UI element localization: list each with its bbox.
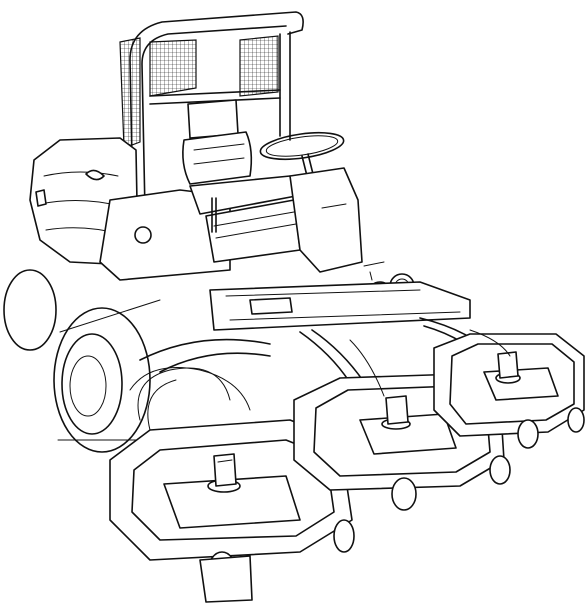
hydraulic-hoses-icon: [137, 329, 511, 431]
right-cutting-deck-icon: [433, 333, 585, 449]
operator-seat-icon: [182, 99, 301, 263]
rops-frame-icon: [119, 11, 304, 261]
front-cutting-deck-icon: [109, 419, 355, 603]
engine-hood-icon: [29, 137, 231, 281]
steering-wheel-icon: [259, 131, 363, 273]
rear-wheel-icon: [3, 269, 161, 453]
